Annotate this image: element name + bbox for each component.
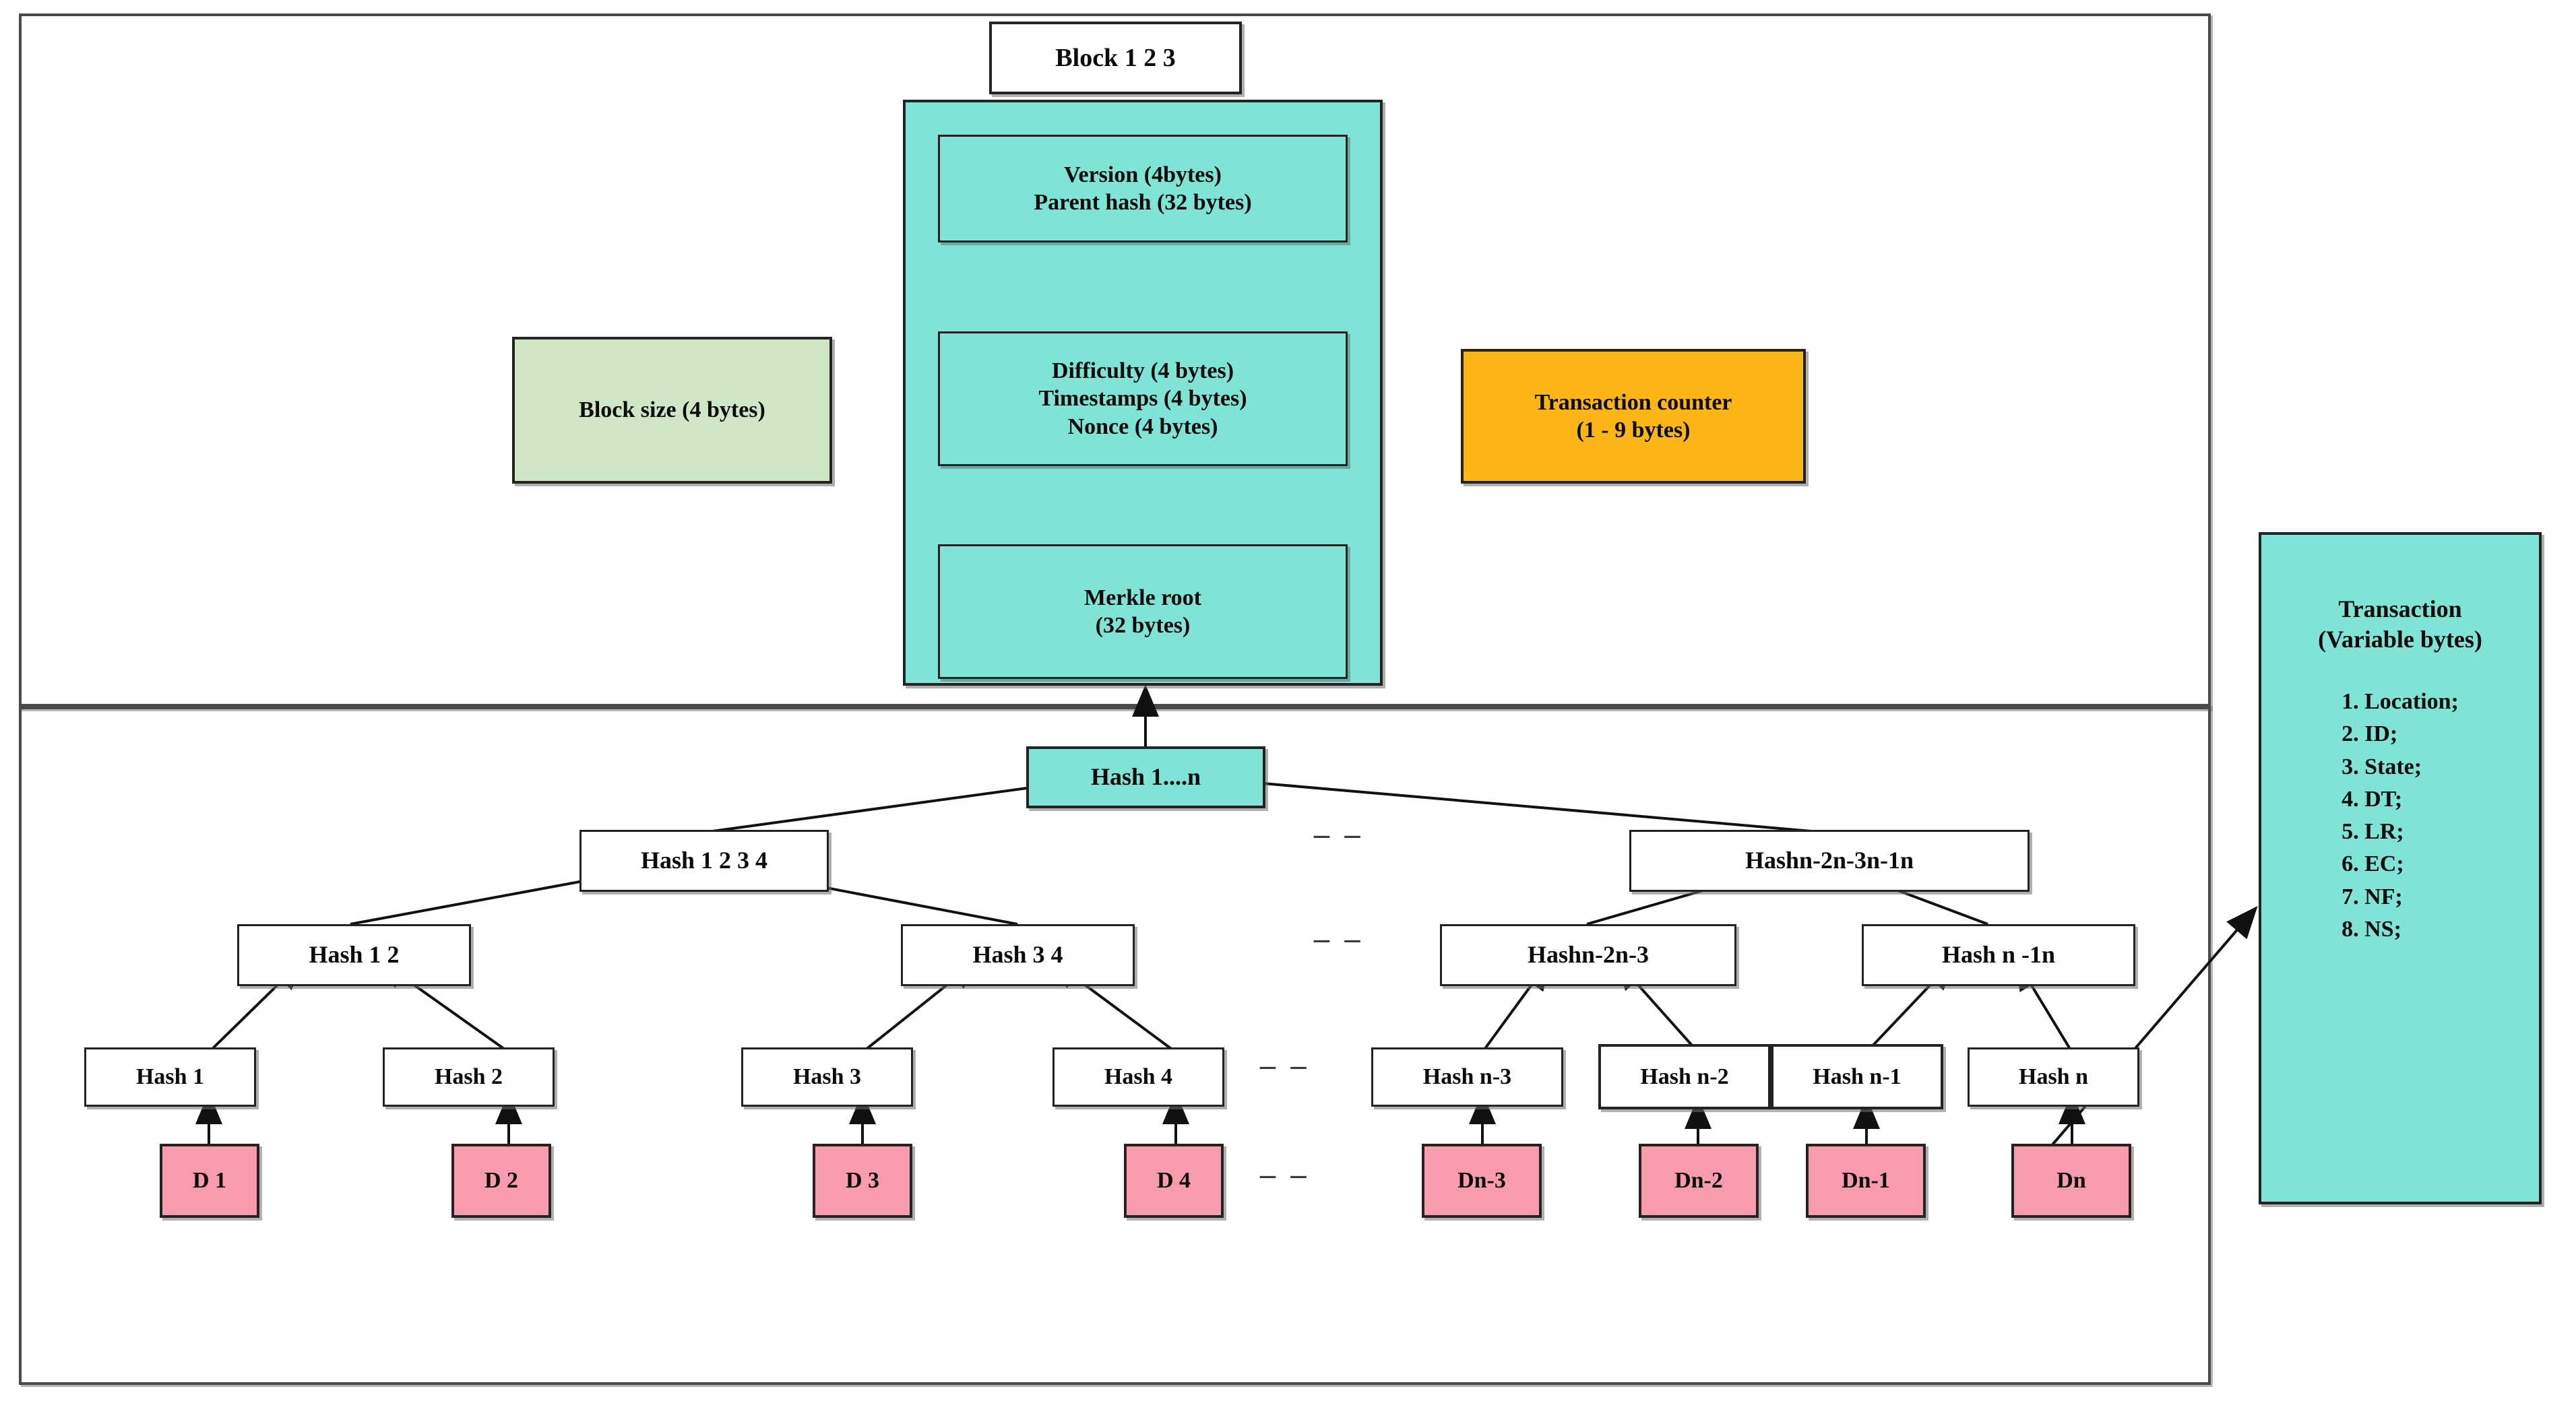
merkle-leaf-hash-n-1[interactable]: Hash n-1 bbox=[1771, 1044, 1943, 1109]
transaction-item-nf: 7. NF; bbox=[2342, 884, 2403, 909]
transaction-field-list: 1. Location; 2. ID; 3. State; 4. DT; 5. … bbox=[2342, 686, 2459, 946]
data-block-dn-2[interactable]: Dn-2 bbox=[1639, 1144, 1759, 1218]
merkle-leaf-hash-3[interactable]: Hash 3 bbox=[741, 1047, 913, 1107]
merkle-node-n2n3-label: Hashn-2n-3 bbox=[1527, 941, 1650, 969]
transaction-title: Transaction (Variable bytes) bbox=[2318, 594, 2482, 655]
merkle-leaf-hash-n[interactable]: Hash n bbox=[1968, 1047, 2139, 1107]
merkle-node-root[interactable]: Hash 1....n bbox=[1026, 746, 1265, 808]
data-block-dn-3[interactable]: Dn-3 bbox=[1422, 1144, 1542, 1218]
block-size-box[interactable]: Block size (4 bytes) bbox=[512, 337, 832, 484]
merkle-leaf-hash-n-3[interactable]: Hash n-3 bbox=[1371, 1047, 1563, 1107]
merkle-leaf-hash-2[interactable]: Hash 2 bbox=[383, 1047, 555, 1107]
merkle-leaf-hash-2-label: Hash 2 bbox=[434, 1064, 503, 1090]
merkle-node-1234-label: Hash 1 2 3 4 bbox=[640, 847, 768, 874]
merkle-root-field[interactable]: Merkle root (32 bytes) bbox=[938, 544, 1348, 679]
data-block-d3-label: D 3 bbox=[845, 1168, 880, 1194]
transaction-item-location: 1. Location; bbox=[2342, 689, 2459, 714]
merkle-node-n2n3n1n[interactable]: Hashn-2n-3n-1n bbox=[1629, 830, 2030, 892]
merkle-node-34[interactable]: Hash 3 4 bbox=[901, 924, 1135, 986]
merkle-leaf-hash-4-label: Hash 4 bbox=[1104, 1064, 1173, 1090]
data-block-dn-1-label: Dn-1 bbox=[1842, 1168, 1890, 1194]
transaction-item-ec: 6. EC; bbox=[2342, 851, 2404, 877]
block-label-box[interactable]: Block 1 2 3 bbox=[989, 22, 1242, 94]
ellipsis-data: – – bbox=[1260, 1157, 1311, 1191]
transaction-detail-box[interactable]: Transaction (Variable bytes) 1. Location… bbox=[2259, 532, 2542, 1204]
merkle-leaf-hash-n-2-label: Hash n-2 bbox=[1640, 1064, 1729, 1089]
ellipsis-level2: – – bbox=[1314, 816, 1364, 851]
transaction-item-lr: 5. LR; bbox=[2342, 819, 2404, 845]
merkle-leaf-hash-1-label: Hash 1 bbox=[135, 1064, 205, 1090]
merkle-leaf-hash-n-label: Hash n bbox=[2019, 1064, 2088, 1090]
merkle-node-n2n3n1n-label: Hashn-2n-3n-1n bbox=[1745, 847, 1914, 874]
transaction-counter-title: Transaction counter bbox=[1534, 389, 1732, 415]
merkle-node-n1n-label: Hash n -1n bbox=[1941, 941, 2056, 969]
data-block-d2-label: D 2 bbox=[484, 1168, 519, 1194]
merkle-node-n2n3[interactable]: Hashn-2n-3 bbox=[1440, 924, 1736, 986]
difficulty-timestamp-nonce-field[interactable]: Difficulty (4 bytes) Timestamps (4 bytes… bbox=[938, 331, 1348, 466]
data-block-d4-label: D 4 bbox=[1156, 1168, 1191, 1194]
data-block-dn-label: Dn bbox=[2056, 1168, 2086, 1194]
data-block-d4[interactable]: D 4 bbox=[1124, 1144, 1224, 1218]
data-block-dn-1[interactable]: Dn-1 bbox=[1806, 1144, 1926, 1218]
merkle-node-12-label: Hash 1 2 bbox=[309, 941, 400, 969]
timestamps-text: Timestamps (4 bytes) bbox=[1038, 386, 1247, 412]
transaction-title-line2: (Variable bytes) bbox=[2318, 626, 2482, 653]
merkle-leaf-hash-n-3-label: Hash n-3 bbox=[1422, 1064, 1512, 1090]
block-header-frame bbox=[19, 13, 2211, 709]
data-block-dn-3-label: Dn-3 bbox=[1457, 1168, 1506, 1194]
transaction-item-id: 2. ID; bbox=[2342, 721, 2398, 747]
transaction-item-state: 3. State; bbox=[2342, 754, 2422, 779]
block-size-text: Block size (4 bytes) bbox=[579, 397, 765, 423]
nonce-text: Nonce (4 bytes) bbox=[1067, 414, 1218, 439]
version-parenthash-field[interactable]: Version (4bytes) Parent hash (32 bytes) bbox=[938, 135, 1348, 242]
merkle-root-size-text: (32 bytes) bbox=[1095, 613, 1191, 638]
merkle-leaf-hash-4[interactable]: Hash 4 bbox=[1053, 1047, 1224, 1107]
merkle-node-root-label: Hash 1....n bbox=[1090, 763, 1201, 791]
version-text: Version (4bytes) bbox=[1064, 162, 1222, 187]
merkle-node-1234[interactable]: Hash 1 2 3 4 bbox=[579, 830, 829, 892]
merkle-leaf-hash-3-label: Hash 3 bbox=[792, 1064, 862, 1090]
transaction-title-line1: Transaction bbox=[2338, 595, 2462, 622]
data-block-d1-label: D 1 bbox=[192, 1168, 227, 1194]
merkle-node-n1n[interactable]: Hash n -1n bbox=[1862, 924, 2135, 986]
merkle-leaf-hash-1[interactable]: Hash 1 bbox=[84, 1047, 256, 1107]
parent-hash-text: Parent hash (32 bytes) bbox=[1034, 190, 1252, 215]
merkle-node-12[interactable]: Hash 1 2 bbox=[237, 924, 471, 986]
data-block-dn-2-label: Dn-2 bbox=[1674, 1168, 1723, 1194]
ellipsis-leaves: – – bbox=[1260, 1047, 1311, 1082]
difficulty-text: Difficulty (4 bytes) bbox=[1051, 358, 1234, 383]
transaction-counter-box[interactable]: Transaction counter (1 - 9 bytes) bbox=[1461, 349, 1806, 484]
ellipsis-level3: – – bbox=[1314, 921, 1364, 955]
merkle-leaf-hash-n-1-label: Hash n-1 bbox=[1813, 1064, 1902, 1089]
transaction-item-dt: 4. DT; bbox=[2342, 786, 2403, 812]
data-block-d1[interactable]: D 1 bbox=[160, 1144, 259, 1218]
merkle-root-text: Merkle root bbox=[1083, 585, 1202, 610]
merkle-leaf-hash-n-2[interactable]: Hash n-2 bbox=[1598, 1044, 1771, 1109]
block-label-text: Block 1 2 3 bbox=[1055, 43, 1176, 72]
data-block-dn[interactable]: Dn bbox=[2011, 1144, 2131, 1218]
data-block-d2[interactable]: D 2 bbox=[451, 1144, 551, 1218]
data-block-d3[interactable]: D 3 bbox=[813, 1144, 912, 1218]
merkle-node-34-label: Hash 3 4 bbox=[972, 941, 1063, 969]
transaction-item-ns: 8. NS; bbox=[2342, 916, 2401, 942]
transaction-counter-size: (1 - 9 bytes) bbox=[1576, 418, 1691, 443]
